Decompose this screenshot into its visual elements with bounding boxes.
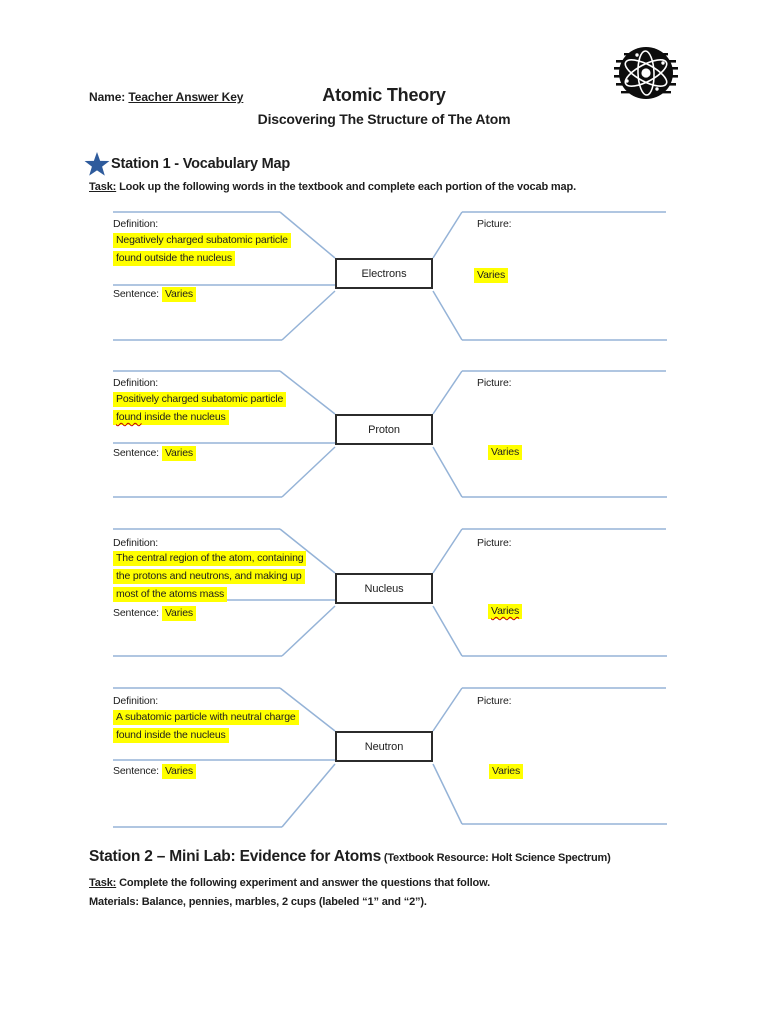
task-label: Task: — [89, 181, 117, 193]
definition-text: The central region of the atom, containi… — [113, 551, 307, 605]
station2-heading: Station 2 – Mini Lab: Evidence for Atoms… — [89, 848, 611, 865]
task-text: Look up the following words in the textb… — [116, 181, 576, 193]
sentence-label: Sentence: — [113, 765, 159, 777]
definition-label: Definition: — [113, 537, 159, 549]
misspelled-word: found — [116, 411, 142, 423]
definition-line: The central region of the atom, containi… — [113, 551, 307, 566]
term-box: Proton — [335, 414, 433, 445]
picture-label: Picture: — [477, 377, 512, 389]
picture-value: Varies — [474, 268, 509, 283]
picture-value: Varies — [489, 764, 524, 779]
task-label: Task: — [89, 877, 117, 889]
name-line: Name: Teacher Answer Key — [89, 90, 243, 104]
term-word: Neutron — [364, 740, 404, 753]
definition-line: Negatively charged subatomic particle — [113, 233, 291, 248]
definition-line: found inside the nucleus — [113, 410, 229, 425]
vocab-map-section-nucleus: Definition: The central region of the at… — [0, 528, 768, 678]
definition-label: Definition: — [113, 695, 159, 707]
definition-line: found outside the nucleus — [113, 251, 235, 266]
vocab-map-section-proton: Definition: Positively charged subatomic… — [0, 370, 768, 520]
materials-text: Balance, pennies, marbles, 2 cups (label… — [138, 896, 427, 908]
sentence-value: Varies — [161, 446, 197, 461]
term-box: Neutron — [335, 731, 433, 762]
station2-note: (Textbook Resource: Holt Science Spectru… — [381, 852, 611, 864]
station1-heading: Station 1 - Vocabulary Map — [111, 156, 291, 172]
sentence-line: Sentence:Varies — [113, 446, 197, 461]
task-text: Complete the following experiment and an… — [116, 877, 491, 889]
station2-materials: Materials: Balance, pennies, marbles, 2 … — [89, 896, 427, 908]
term-word: Electrons — [361, 267, 407, 280]
definition-label: Definition: — [113, 218, 159, 230]
sentence-label: Sentence: — [113, 288, 159, 300]
term-word: Proton — [368, 423, 400, 436]
sentence-label: Sentence: — [113, 607, 159, 619]
term-box: Nucleus — [335, 573, 433, 604]
picture-label: Picture: — [477, 218, 512, 230]
station2-task: Task: Complete the following experiment … — [89, 877, 490, 889]
definition-text: Negatively charged subatomic particle fo… — [113, 233, 291, 269]
picture-value: Varies — [488, 604, 523, 619]
connector-lines — [113, 211, 667, 341]
sentence-value: Varies — [161, 606, 197, 621]
name-label: Name: — [89, 90, 126, 104]
page-title: Atomic Theory — [322, 85, 446, 105]
sentence-label: Sentence: — [113, 447, 159, 459]
name-value: Teacher Answer Key — [128, 90, 244, 104]
sentence-line: Sentence:Varies — [113, 287, 197, 302]
definition-text: Positively charged subatomic particle fo… — [113, 392, 287, 428]
definition-line: A subatomic particle with neutral charge — [113, 710, 299, 725]
sentence-line: Sentence:Varies — [113, 606, 197, 621]
term-word: Nucleus — [364, 582, 404, 595]
definition-label: Definition: — [113, 377, 159, 389]
page-subtitle: Discovering The Structure of The Atom — [257, 111, 511, 127]
definition-line: found inside the nucleus — [113, 728, 229, 743]
vocab-map-section-electrons: Definition: Negatively charged subatomic… — [0, 211, 768, 361]
sentence-value: Varies — [161, 764, 197, 779]
definition-line: most of the atoms mass — [113, 587, 228, 602]
picture-value: Varies — [488, 445, 523, 460]
picture-label: Picture: — [477, 537, 512, 549]
definition-line: the protons and neutrons, and making up — [113, 569, 305, 584]
materials-label: Materials: — [89, 896, 139, 908]
star-icon — [84, 152, 110, 176]
term-box: Electrons — [335, 258, 433, 289]
definition-line: Positively charged subatomic particle — [113, 392, 287, 407]
station1-task: Task: Look up the following words in the… — [89, 181, 576, 193]
connector-lines — [113, 370, 667, 498]
sentence-value: Varies — [161, 287, 197, 302]
picture-label: Picture: — [477, 695, 512, 707]
sentence-line: Sentence:Varies — [113, 764, 197, 779]
atom-icon — [614, 47, 678, 99]
definition-text: A subatomic particle with neutral charge… — [113, 710, 299, 746]
vocab-map-section-neutron: Definition: A subatomic particle with ne… — [0, 687, 768, 837]
connector-lines — [113, 687, 667, 828]
